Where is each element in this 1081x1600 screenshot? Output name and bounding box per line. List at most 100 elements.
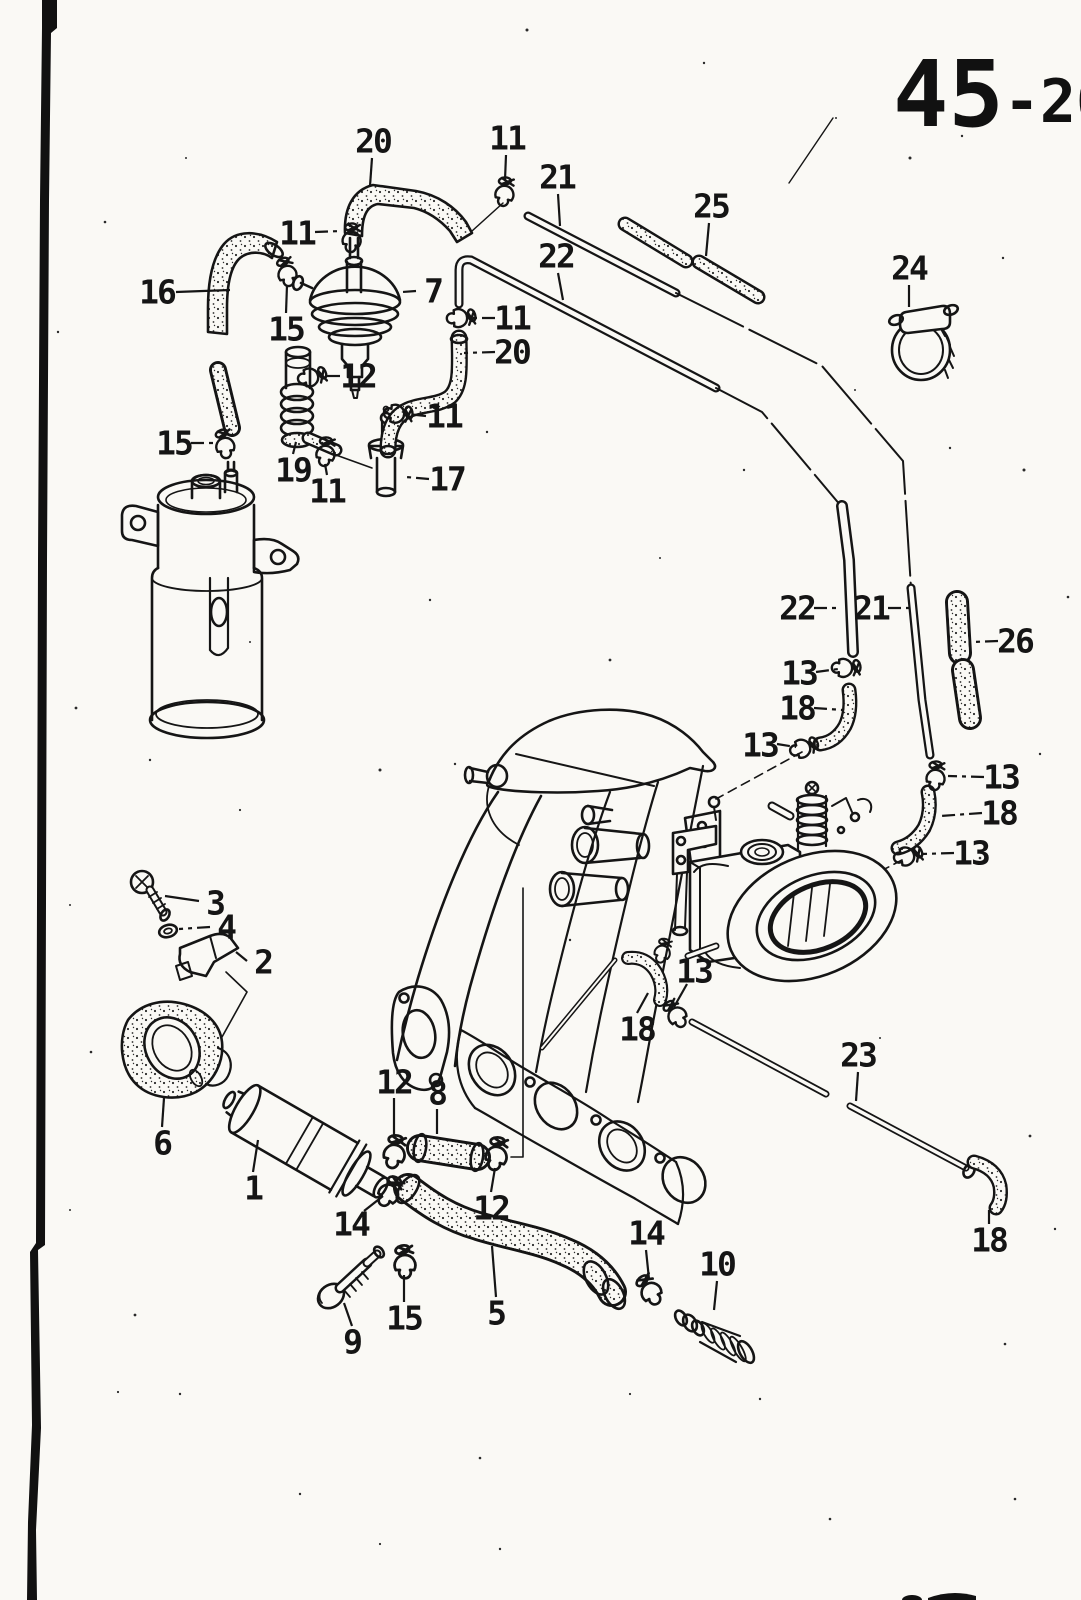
callout-number-8: 8	[428, 1074, 446, 1113]
callout-leader-5	[490, 1245, 498, 1298]
callout-leader-12	[489, 1167, 497, 1193]
callout-number-12: 12	[376, 1063, 412, 1102]
callout-leader-11	[503, 154, 508, 181]
pipe-21-drawing	[523, 117, 935, 760]
callout-number-1: 1	[244, 1169, 263, 1208]
screw-3-drawing	[129, 869, 171, 922]
charcoal-canister-drawing	[120, 460, 300, 740]
callout-number-3: 3	[206, 884, 224, 923]
callout-leader-10	[712, 1280, 719, 1311]
pipe-23-drawing	[688, 1018, 1008, 1216]
callout-number-20: 20	[355, 122, 391, 161]
callout-number-13: 13	[676, 952, 712, 991]
callout-leader-11	[406, 412, 427, 418]
callout-leader-3	[164, 894, 200, 903]
flange-gasket-drawing	[390, 985, 451, 1092]
callout-number-12: 12	[340, 357, 376, 396]
callout-number-14: 14	[628, 1214, 665, 1253]
callout-leader-20	[368, 157, 374, 187]
callout-leader-14	[644, 1249, 651, 1280]
callout-number-22: 22	[779, 589, 815, 628]
fitting-10-drawing	[673, 1309, 756, 1365]
callout-number-18: 18	[981, 794, 1017, 833]
callout-number-22: 22	[538, 237, 574, 276]
callout-leader-15	[284, 284, 289, 314]
intake-manifold-drawing	[395, 708, 722, 1226]
callout-leader-22	[556, 272, 565, 301]
callout-number-25: 25	[693, 187, 729, 226]
flange-6-drawing	[120, 1000, 232, 1099]
callout-number-12: 12	[473, 1189, 509, 1228]
callout-number-18: 18	[779, 689, 815, 728]
callout-leader-18	[939, 811, 983, 818]
page-code: 45-20	[893, 41, 1081, 148]
callout-number-11: 11	[489, 119, 526, 158]
washer-4-drawing	[157, 923, 179, 939]
callout-leader-13	[947, 774, 985, 779]
elbow-18d-chain-drawing	[621, 942, 720, 1007]
hose-25-drawing	[617, 216, 766, 305]
callout-leader-18	[636, 992, 649, 1014]
callout-leader-25	[704, 222, 711, 257]
callout-leader-20	[463, 350, 496, 355]
scan-noise-specks	[56, 28, 1070, 1551]
vacuum-valve-7-drawing	[291, 236, 402, 399]
callout-number-5: 5	[487, 1294, 505, 1333]
callout-number-15: 15	[386, 1299, 422, 1338]
hose-20b-drawing	[379, 329, 469, 459]
callout-leader-14	[363, 1195, 384, 1212]
callout-leader-1	[251, 1139, 260, 1173]
callout-number-18: 18	[619, 1010, 655, 1049]
callout-leader-26	[971, 639, 999, 644]
callout-leader-11	[323, 463, 329, 476]
carburetor-drawing	[671, 780, 898, 983]
callout-leader-4	[178, 925, 211, 931]
callout-number-20: 20	[494, 333, 530, 372]
hose-clamp-24-drawing	[887, 303, 960, 382]
bolt-9-drawing	[316, 1245, 386, 1310]
callout-leader-13	[920, 851, 955, 856]
page-code-main: 45	[893, 41, 1004, 148]
elbow-fitting-17-drawing	[335, 405, 405, 498]
callout-leader-11	[314, 229, 343, 234]
callout-number-13: 13	[781, 654, 817, 693]
callout-number-17: 17	[429, 460, 465, 499]
callout-number-11: 11	[494, 299, 531, 338]
callout-leader-2	[235, 951, 248, 962]
callout-number-11: 11	[309, 472, 346, 511]
hose-20a-drawing	[343, 183, 504, 244]
callout-leader-18	[813, 706, 844, 712]
callout-leader-19	[291, 441, 298, 455]
hose-16-drawing	[206, 231, 284, 437]
hose-8-drawing	[406, 1132, 491, 1173]
callout-leader-21	[556, 193, 562, 227]
callout-number-15: 15	[268, 310, 304, 349]
elbow-18b-drawing	[847, 784, 937, 889]
callout-leader-9	[342, 1302, 354, 1327]
callout-number-15: 15	[156, 424, 192, 463]
callout-number-9: 9	[343, 1323, 361, 1362]
callout-leader-17	[405, 475, 430, 481]
callout-leader-13	[776, 742, 797, 749]
pipe-22-drawing	[454, 255, 859, 658]
callout-number-18: 18	[971, 1221, 1007, 1260]
callout-number-19: 19	[275, 451, 311, 490]
callout-number-13: 13	[983, 758, 1019, 797]
valve-1-drawing	[222, 1083, 390, 1199]
callout-number-21: 21	[539, 158, 576, 197]
hose-26-drawing	[945, 590, 982, 730]
callout-number-7: 7	[424, 272, 442, 311]
callout-leader-13	[673, 983, 688, 1008]
callout-number-11: 11	[426, 397, 463, 436]
callout-leader-13	[815, 667, 839, 674]
callout-number-24: 24	[891, 249, 928, 288]
callout-number-21: 21	[853, 589, 890, 628]
callout-number-4: 4	[217, 908, 236, 947]
callout-leader-7	[401, 289, 417, 294]
callout-number-14: 14	[333, 1205, 370, 1244]
callout-number-16: 16	[139, 273, 176, 312]
page-binding-bar	[27, 0, 57, 1600]
callout-leader-23	[854, 1071, 860, 1102]
